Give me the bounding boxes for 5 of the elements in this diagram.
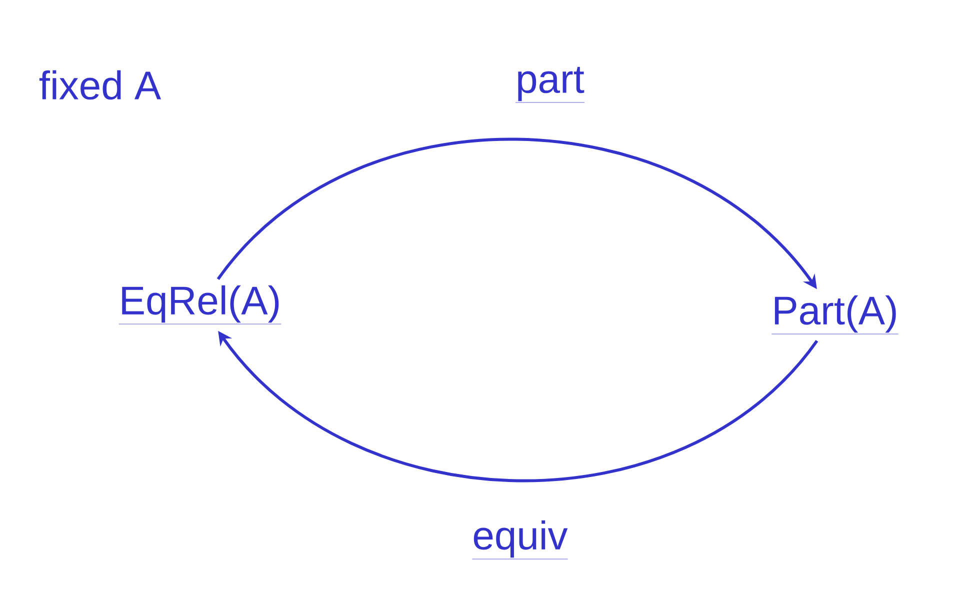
edge-label: part [512, 64, 588, 106]
edge-label: equiv [469, 517, 571, 563]
set-label: Part(A) [771, 295, 899, 334]
set-label: EqRel(A) [118, 285, 282, 324]
note: fixed A [39, 70, 162, 100]
